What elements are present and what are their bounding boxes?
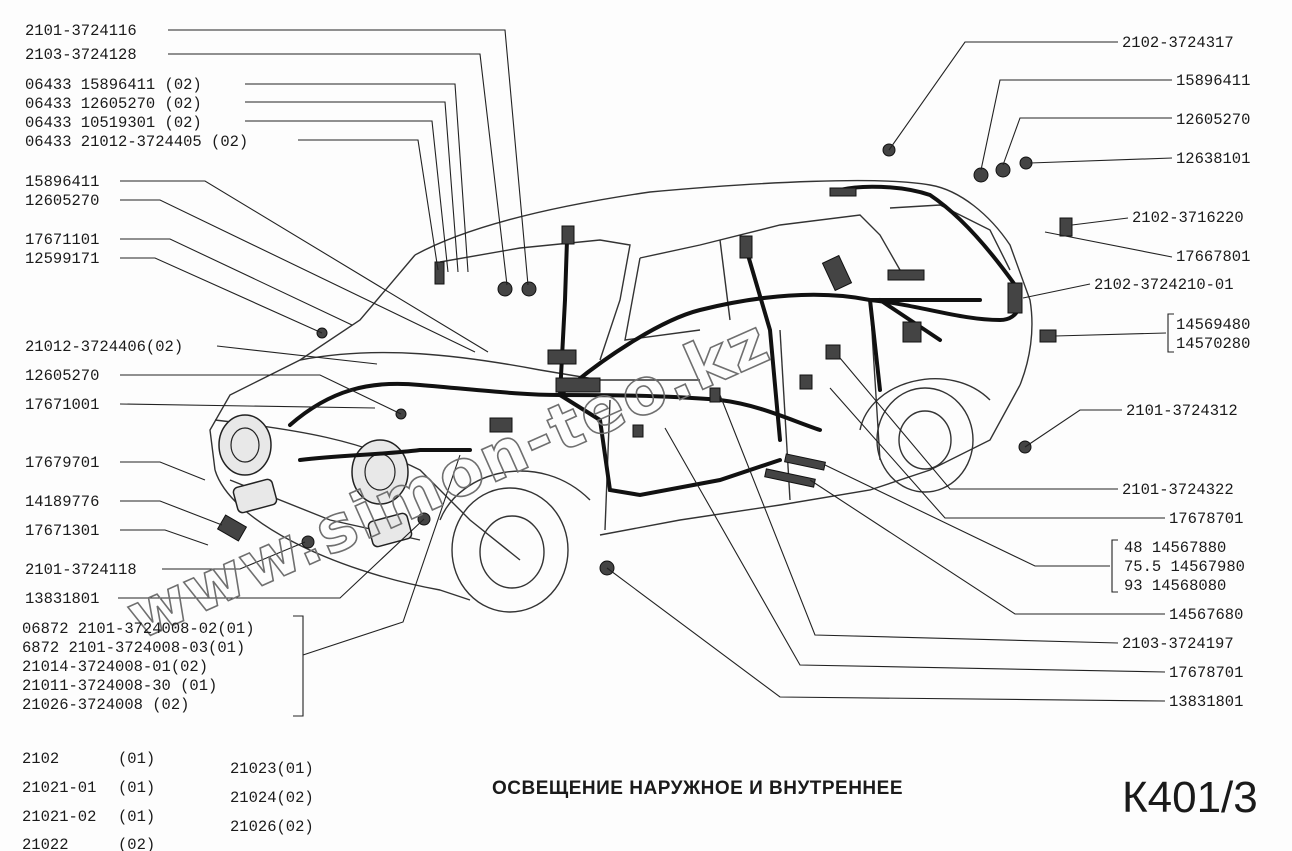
part-marker — [497, 281, 513, 297]
part-label: 15896411 — [25, 173, 99, 191]
model-applicability: 2102 (01) 21021-01 (01) 21021-02 (01) 21… — [22, 750, 314, 851]
part-marker — [561, 225, 575, 245]
part-label: 12605270 — [25, 192, 99, 210]
part-label: 2101-3724118 — [25, 561, 137, 579]
model-variant: (01) — [118, 779, 155, 797]
part-label: 06433 10519301 (02) — [25, 114, 202, 132]
part-marker — [821, 254, 853, 292]
part-marker — [887, 269, 925, 281]
model-label: 21021-01 — [22, 779, 96, 797]
part-label: 2101-3724312 — [1126, 402, 1238, 420]
part-label: 17678701 — [1169, 510, 1243, 528]
part-label: 75.5 14567980 — [1124, 558, 1245, 576]
model-label: 21021-02 — [22, 808, 96, 826]
diagram-title: ОСВЕЩЕНИЕ НАРУЖНОЕ И ВНУТРЕННЕЕ — [492, 778, 903, 799]
model-label: 21022 — [22, 836, 69, 851]
part-marker — [1007, 282, 1023, 314]
brackets — [293, 313, 1174, 717]
part-marker — [632, 424, 644, 438]
model-label: 21024(02) — [230, 789, 314, 807]
part-label: 2102-3724317 — [1122, 34, 1234, 52]
headlight-outer — [218, 414, 272, 476]
leader-lines — [118, 29, 1173, 702]
part-label: 12599171 — [25, 250, 99, 268]
part-marker — [489, 417, 513, 433]
left-part-labels: 2101-3724116 2103-3724128 06433 15896411… — [22, 22, 255, 714]
part-label: 17671101 — [25, 231, 99, 249]
part-label: 21014-3724008-01(02) — [22, 658, 208, 676]
part-label: 15896411 — [1176, 72, 1250, 90]
part-label: 14569480 — [1176, 316, 1250, 334]
model-label: 2102 — [22, 750, 59, 768]
part-marker — [301, 535, 315, 549]
part-marker — [829, 187, 857, 197]
part-marker — [764, 468, 816, 488]
part-label: 17679701 — [25, 454, 99, 472]
part-label: 14189776 — [25, 493, 99, 511]
part-label: 12605270 — [1176, 111, 1250, 129]
part-marker — [825, 344, 841, 360]
part-label: 06433 21012-3724405 (02) — [25, 133, 248, 151]
part-marker — [547, 349, 577, 365]
part-marker — [995, 162, 1011, 178]
part-label: 2102-3716220 — [1132, 209, 1244, 227]
part-label: 06433 12605270 (02) — [25, 95, 202, 113]
front-turn-lamp — [367, 512, 413, 548]
part-label: 6872 2101-3724008-03(01) — [22, 639, 245, 657]
part-marker — [555, 377, 601, 393]
part-label: 17671301 — [25, 522, 99, 540]
part-label: 12605270 — [25, 367, 99, 385]
model-variant: (01) — [118, 750, 155, 768]
part-label: 2102-3724210-01 — [1094, 276, 1234, 294]
part-label: 14567680 — [1169, 606, 1243, 624]
right-part-labels: 2102-3724317 15896411 12605270 12638101 … — [1094, 34, 1250, 711]
part-label: 2103-3724197 — [1122, 635, 1234, 653]
part-label: 06872 2101-3724008-02(01) — [22, 620, 255, 638]
part-marker — [739, 235, 753, 259]
part-label: 17678701 — [1169, 664, 1243, 682]
watermark: www.simon-teo.kz — [116, 305, 781, 655]
part-label: 21012-3724406(02) — [25, 338, 183, 356]
part-label: 13831801 — [25, 590, 99, 608]
part-label: 2103-3724128 — [25, 46, 137, 64]
wiring-harness — [288, 184, 1022, 498]
part-label: 2101-3724322 — [1122, 481, 1234, 499]
part-marker — [1039, 329, 1057, 343]
part-marker — [784, 453, 826, 471]
sheet-code: К401/3 — [1122, 773, 1258, 822]
part-marker — [521, 281, 537, 297]
part-label: 48 14567880 — [1124, 539, 1226, 557]
part-label: 17671001 — [25, 396, 99, 414]
model-variant: (02) — [118, 836, 155, 851]
model-label: 21026(02) — [230, 818, 314, 836]
part-label: 21026-3724008 (02) — [22, 696, 189, 714]
part-marker — [902, 321, 922, 343]
part-label: 21011-3724008-30 (01) — [22, 677, 217, 695]
part-label: 14570280 — [1176, 335, 1250, 353]
part-marker — [216, 514, 248, 542]
model-variant: (01) — [118, 808, 155, 826]
part-label: 12638101 — [1176, 150, 1250, 168]
part-marker — [434, 261, 445, 285]
front-turn-lamp — [232, 478, 278, 514]
part-label: 17667801 — [1176, 248, 1250, 266]
part-label: 06433 15896411 (02) — [25, 76, 202, 94]
part-marker — [1059, 217, 1073, 237]
part-marker — [973, 167, 989, 183]
part-label: 2101-3724116 — [25, 22, 137, 40]
part-marker — [799, 374, 813, 390]
part-label: 93 14568080 — [1124, 577, 1226, 595]
model-label: 21023(01) — [230, 760, 314, 778]
part-label: 13831801 — [1169, 693, 1243, 711]
